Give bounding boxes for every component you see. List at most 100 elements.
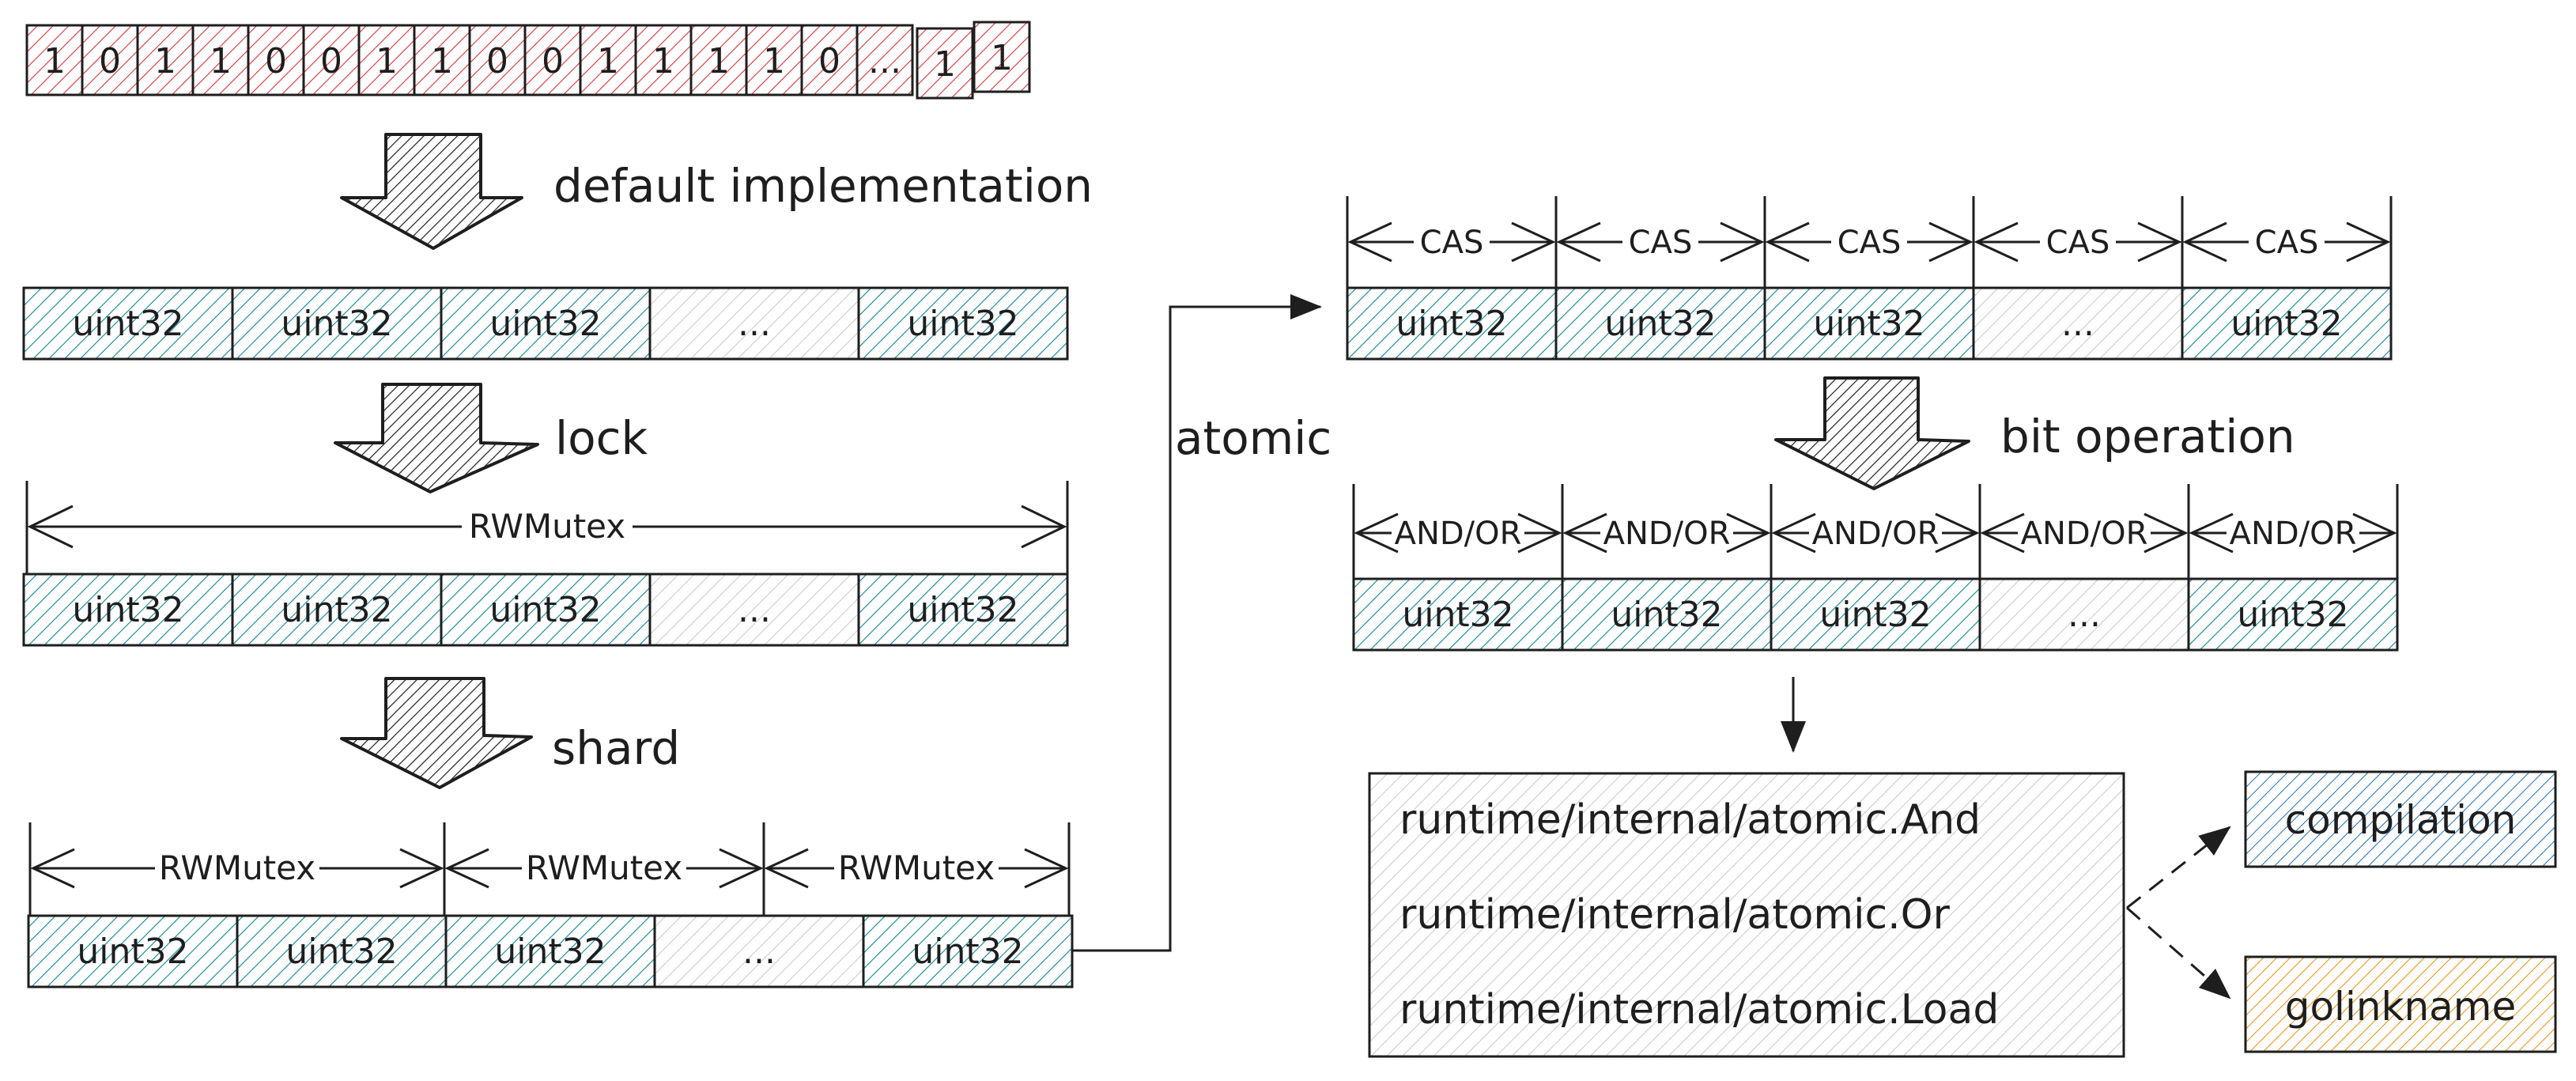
uint32-label: uint32: [77, 932, 188, 972]
golinkname-label: golinkname: [2285, 984, 2517, 1030]
bit-value: 1: [376, 41, 398, 81]
uint32-cell: [1352, 577, 1564, 652]
uint32-label: uint32: [1402, 595, 1513, 635]
cas-op-label: CAS: [2255, 225, 2319, 261]
andor-op-label: AND/OR: [2021, 516, 2148, 552]
uint32-cell: [1770, 577, 1981, 652]
uint32-cell: [648, 286, 860, 361]
uint32-label: uint32: [1819, 595, 1931, 635]
uint32-label: uint32: [1611, 595, 1722, 635]
uint32-cell: [1554, 286, 1766, 361]
bit-cell: [468, 24, 527, 96]
uint32-cell: [653, 914, 865, 988]
uint32-cell: [27, 914, 239, 988]
bit-cell: [856, 24, 914, 96]
bit-cell: [247, 24, 305, 96]
uint32-label: uint32: [72, 590, 183, 630]
shard-mutex-label: RWMutex: [838, 849, 995, 887]
bit-value: 1: [597, 41, 619, 81]
uint32-label: ...: [738, 590, 771, 630]
uint32-label: uint32: [1396, 304, 1507, 344]
bit-value: 1: [431, 41, 453, 81]
bit-value: 0: [320, 41, 342, 81]
shard-mutex-label: RWMutex: [526, 849, 682, 887]
bit-cell: [302, 24, 361, 96]
bit-cell: [523, 24, 582, 96]
bit-cell: [689, 24, 748, 96]
cas-op-label: CAS: [1629, 225, 1693, 261]
uint32-label: uint32: [281, 590, 392, 630]
step-label-bitop: bit operation: [2000, 410, 2295, 463]
uint32-cell: [857, 286, 1069, 361]
bit-value: 1: [991, 38, 1013, 78]
andor-op-label: AND/OR: [1395, 516, 1522, 552]
step-label-atomic: atomic: [1175, 411, 1331, 465]
bit-value: 0: [818, 41, 840, 81]
bit-cell: [916, 27, 974, 100]
uint32-cell: [1763, 286, 1975, 361]
andor-op-label: AND/OR: [2230, 516, 2357, 552]
uint32-label: uint32: [489, 304, 601, 344]
uint32-label: uint32: [907, 304, 1018, 344]
uint32-cell: [2187, 577, 2399, 652]
cas-op-label: CAS: [2046, 225, 2110, 261]
step-label-default: default implementation: [553, 159, 1093, 213]
bit-cell: [973, 21, 1031, 93]
uint32-cell: [2181, 286, 2393, 361]
andor-op-label: AND/OR: [1812, 516, 1940, 552]
bit-value: 1: [154, 41, 176, 81]
uint32-label: uint32: [281, 304, 392, 344]
step-label-lock: lock: [555, 411, 648, 465]
cas-op-label: CAS: [1838, 225, 1902, 261]
runtime-func-and: runtime/internal/atomic.And: [1399, 796, 1981, 844]
uint32-cell: [440, 573, 652, 647]
uint32-cell: [1978, 577, 2190, 652]
cas-op-label: CAS: [1420, 225, 1484, 261]
uint32-label: uint32: [2237, 595, 2348, 635]
down-arrow-lock-icon: [334, 383, 539, 493]
bit-cell: [357, 24, 416, 96]
uint32-cell: [231, 286, 443, 361]
bit-cell: [413, 24, 471, 96]
uint32-cell: [862, 914, 1074, 988]
lock-mutex-span: [25, 481, 1069, 574]
runtime-func-or: runtime/internal/atomic.Or: [1399, 891, 1951, 939]
down-arrow-shard-icon: [340, 677, 533, 789]
bit-cell: [81, 24, 139, 96]
golinkname-box: [2244, 955, 2557, 1053]
atomic-connector-arrow: [1072, 294, 1322, 952]
uint32-label: uint32: [912, 932, 1023, 972]
bit-cell: [25, 24, 84, 96]
uint32-label: uint32: [285, 932, 397, 972]
uint32-label: ...: [742, 932, 776, 972]
bit-value: 1: [652, 41, 674, 81]
bit-value: 0: [542, 41, 564, 81]
dashed-arrow-compilation: [2126, 826, 2231, 909]
uint32-cell: [444, 914, 656, 988]
uint32-cell: [22, 286, 234, 361]
down-arrow-default-icon: [340, 133, 523, 250]
compilation-box: [2244, 770, 2557, 868]
uint32-label: uint32: [1604, 304, 1716, 344]
runtime-functions-box: [1368, 772, 2125, 1058]
uint32-cell: [440, 286, 652, 361]
bit-value: 1: [43, 41, 66, 81]
step-label-shard: shard: [552, 721, 680, 775]
bit-value: ...: [868, 41, 901, 81]
bit-cell: [745, 24, 803, 96]
cas-op-spans: CAS CAS CAS CAS CAS: [1346, 196, 2393, 288]
runtime-func-load: runtime/internal/atomic.Load: [1399, 986, 1999, 1034]
uint32-cell: [1561, 577, 1773, 652]
uint32-label: ...: [738, 304, 771, 344]
bit-value: 0: [99, 41, 121, 81]
uint32-label: uint32: [1813, 304, 1924, 344]
